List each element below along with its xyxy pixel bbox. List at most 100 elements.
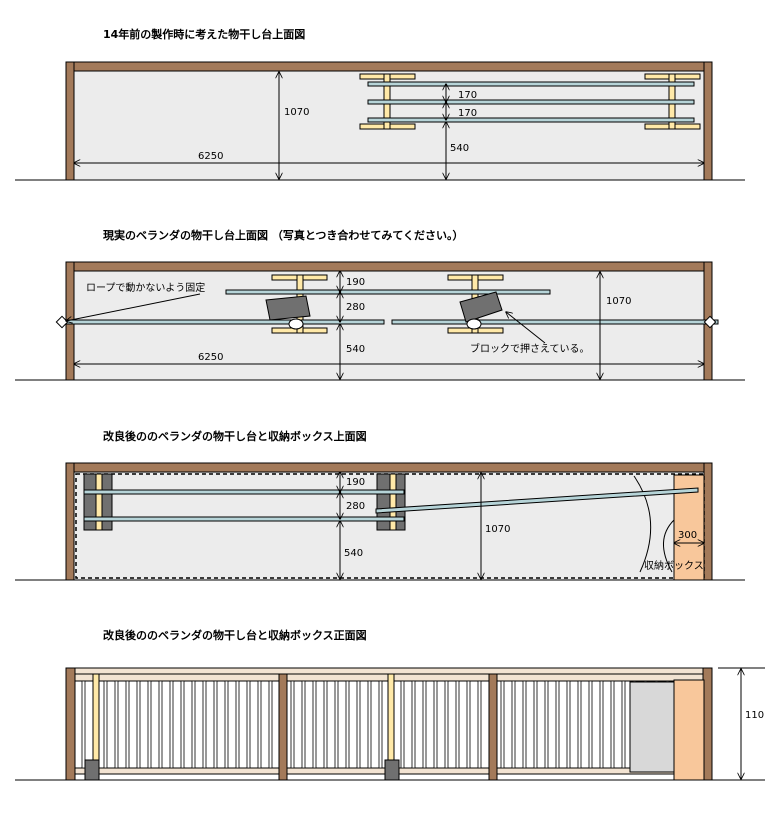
baluster — [114, 680, 119, 769]
baluster — [191, 680, 196, 769]
stand-post — [389, 473, 397, 531]
baluster — [477, 680, 482, 769]
baluster — [400, 680, 405, 769]
baluster — [224, 680, 229, 769]
drying-pole — [59, 319, 385, 325]
dim-depth-label: 1070 — [284, 107, 309, 118]
balcony-left-wall — [65, 61, 75, 181]
dim-width-label: 6250 — [198, 352, 223, 363]
railing-post — [65, 667, 76, 781]
baluster — [378, 680, 383, 769]
baluster — [213, 680, 218, 769]
baluster — [566, 680, 571, 769]
baluster — [367, 680, 372, 769]
storage-box — [673, 679, 705, 781]
balcony-right-wall — [703, 61, 713, 181]
dim-gap1-label: 170 — [458, 90, 477, 101]
baluster — [610, 680, 615, 769]
baluster — [621, 680, 626, 769]
baluster — [125, 680, 130, 769]
drying-pole — [367, 117, 695, 123]
handrail — [65, 667, 713, 675]
rope-note-arrow — [66, 293, 201, 321]
baluster — [103, 680, 108, 769]
baluster — [533, 680, 538, 769]
baluster — [136, 680, 141, 769]
baluster — [81, 680, 86, 769]
diagram1-title: 14年前の製作時に考えた物干し台上面図 — [103, 28, 306, 41]
stand-post — [95, 473, 103, 531]
railing-post — [488, 673, 498, 781]
dim-front-label: 540 — [344, 548, 363, 559]
diagram3-plan-view: 300 収納ボックス 190 280 540 1070 — [15, 462, 745, 581]
baluster — [511, 680, 516, 769]
diagram2-title: 現実のベランダの物干し台上面図 （写真とつき合わせてみてください。） — [103, 229, 464, 242]
stand-post — [92, 673, 100, 771]
dim-front-label: 540 — [346, 344, 365, 355]
storage-door-swing — [663, 519, 675, 573]
baluster — [180, 680, 185, 769]
balcony-back-wall — [65, 462, 713, 473]
diagram4-title: 改良後ののベランダの物干し台と収納ボックス正面図 — [103, 629, 367, 642]
drying-pole — [367, 81, 695, 87]
diagram2-plan-view: 190 280 540 1070 6250 ロープで動かないよう固定 ブロックで… — [15, 261, 745, 381]
drying-pole — [367, 99, 695, 105]
baluster — [588, 680, 593, 769]
baluster — [356, 680, 361, 769]
dim-box-label: 300 — [678, 530, 697, 541]
baluster — [301, 680, 306, 769]
drying-pole — [225, 289, 551, 295]
dim-mid-label: 280 — [346, 501, 365, 512]
dim-depth-label: 1070 — [485, 524, 510, 535]
diagram4-front-view: 110 — [15, 667, 765, 781]
baluster — [599, 680, 604, 769]
storage-door — [629, 681, 676, 773]
baluster — [323, 680, 328, 769]
dim-mid-label: 280 — [346, 302, 365, 313]
baluster — [169, 680, 174, 769]
baluster — [290, 680, 295, 769]
baluster — [522, 680, 527, 769]
dim-back-label: 190 — [346, 477, 365, 488]
balcony-back-wall — [65, 61, 713, 72]
stand-post — [387, 673, 395, 771]
balcony-right-wall — [703, 462, 713, 581]
baluster — [555, 680, 560, 769]
drying-pole — [83, 516, 405, 522]
concrete-block — [265, 295, 311, 321]
baluster — [257, 680, 262, 769]
dim-height-label: 110 — [745, 710, 764, 721]
drying-pole — [391, 319, 719, 325]
baluster — [202, 680, 207, 769]
dim-depth-label: 1070 — [606, 296, 631, 307]
concrete-block — [459, 291, 503, 323]
block-note: ブロックで押さえている。 — [470, 342, 590, 355]
baluster — [433, 680, 438, 769]
balusters — [81, 680, 703, 769]
dim-front-label: 540 — [450, 143, 469, 154]
baluster — [466, 680, 471, 769]
diagram3-title: 改良後ののベランダの物干し台と収納ボックス上面図 — [103, 430, 367, 443]
concrete-block — [84, 759, 100, 781]
baluster — [312, 680, 317, 769]
baluster — [268, 680, 273, 769]
baluster — [235, 680, 240, 769]
concrete-block — [384, 759, 400, 781]
baluster — [147, 680, 152, 769]
storage-door-swing — [633, 475, 652, 573]
baluster — [334, 680, 339, 769]
drying-pole-extension — [375, 487, 699, 514]
baluster — [345, 680, 350, 769]
diagram1-plan-view: 1070 170 170 540 6250 — [15, 61, 745, 181]
dim-width-label: 6250 — [198, 151, 223, 162]
balcony-left-wall — [65, 462, 75, 581]
drying-pole — [83, 489, 405, 495]
railing-post — [278, 673, 288, 781]
baluster — [577, 680, 582, 769]
baluster — [444, 680, 449, 769]
block-note-arrow — [506, 312, 546, 344]
dim-gap2-label: 170 — [458, 108, 477, 119]
baluster — [246, 680, 251, 769]
storage-box-label: 収納ボックス — [644, 559, 704, 572]
